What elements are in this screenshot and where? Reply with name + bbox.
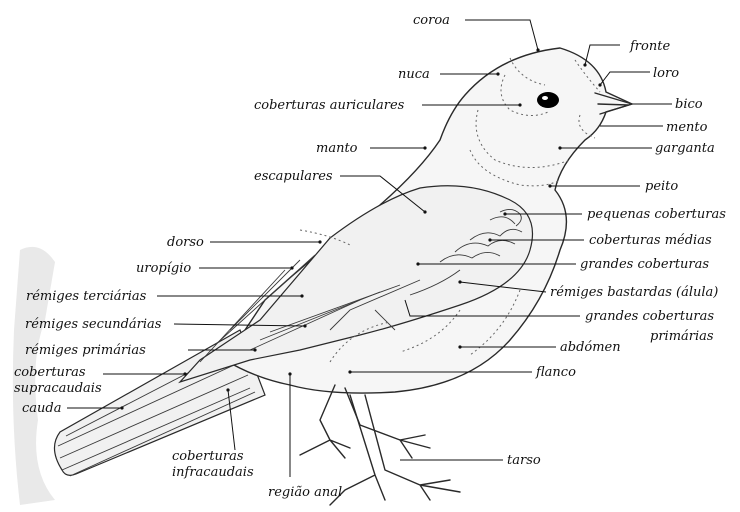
- label-coberturas-supracaudais-1: coberturas: [14, 365, 86, 380]
- label-dorso: dorso: [167, 235, 204, 250]
- label-flanco: flanco: [535, 365, 576, 380]
- label-uropigio: uropígio: [136, 261, 191, 276]
- label-tarso: tarso: [507, 453, 541, 468]
- label-nuca: nuca: [398, 67, 430, 82]
- eye-icon: [537, 92, 559, 108]
- label-escapulares: escapulares: [254, 169, 333, 184]
- label-peito: peito: [645, 179, 678, 194]
- label-remiges-terciarias: rémiges terciárias: [26, 289, 147, 304]
- label-grandes-coberturas-primarias-2: primárias: [650, 329, 714, 344]
- label-loro: loro: [653, 66, 679, 81]
- label-coroa: coroa: [413, 13, 450, 28]
- label-bico: bico: [675, 97, 703, 112]
- label-garganta: garganta: [655, 141, 715, 156]
- label-coberturas-auriculares: coberturas auriculares: [254, 98, 405, 113]
- label-regiao-anal: região anal: [268, 485, 342, 500]
- label-remiges-bastardas: rémiges bastardas (álula): [550, 285, 718, 300]
- label-coberturas-medias: coberturas médias: [589, 233, 712, 248]
- label-coberturas-infracaudais-1: coberturas: [172, 449, 244, 464]
- label-coberturas-supracaudais-2: supracaudais: [14, 381, 102, 396]
- label-manto: manto: [316, 141, 358, 156]
- label-coberturas-infracaudais-2: infracaudais: [172, 465, 254, 480]
- label-cauda: cauda: [22, 401, 61, 416]
- label-grandes-coberturas: grandes coberturas: [580, 257, 709, 272]
- label-grandes-coberturas-primarias-1: grandes coberturas: [585, 309, 714, 324]
- label-remiges-secundarias: rémiges secundárias: [25, 317, 162, 332]
- label-mento: mento: [666, 120, 708, 135]
- label-fronte: fronte: [629, 39, 670, 54]
- label-remiges-primarias: rémiges primárias: [25, 343, 146, 358]
- label-abdomen: abdómen: [560, 340, 621, 355]
- label-pequenas-coberturas: pequenas coberturas: [587, 207, 726, 222]
